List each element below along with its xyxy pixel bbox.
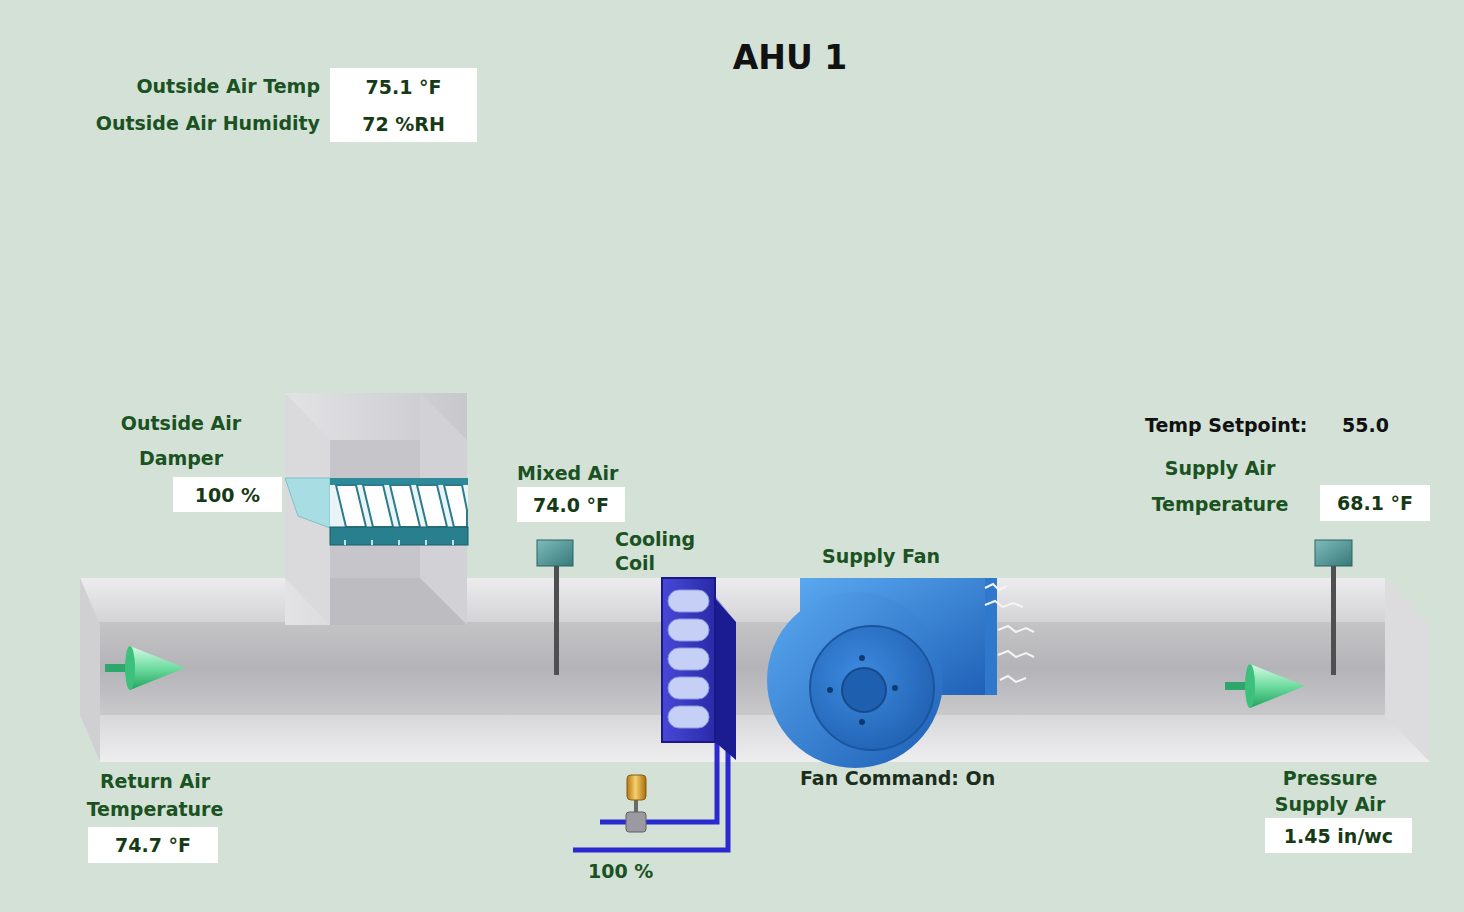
intake-left-wall bbox=[285, 393, 330, 625]
duct-bottom bbox=[80, 715, 1430, 762]
chilled-water-piping bbox=[573, 742, 728, 850]
damper-blade bbox=[390, 485, 420, 527]
screen-label: Cooling Coil bbox=[615, 527, 710, 575]
value-box: Outside Air Damper100 % bbox=[173, 477, 282, 512]
damper-frame bbox=[285, 478, 330, 528]
point-value: 74.0 °F bbox=[533, 494, 609, 516]
screen-title: AHU 1 bbox=[590, 38, 990, 77]
point-value: 75.1 °F bbox=[366, 76, 442, 98]
damper-ticks bbox=[345, 540, 453, 545]
point-label: Outside Air Damper bbox=[106, 406, 256, 476]
value-box: Supply Air Temperature68.1 °F bbox=[1320, 485, 1430, 521]
point-value: 72 %RH bbox=[362, 113, 445, 135]
point-value: 100 % bbox=[195, 484, 260, 506]
screen-label: Supply Fan bbox=[822, 545, 940, 567]
point-label: Outside Air Humidity bbox=[80, 105, 320, 142]
value-box: Mixed Air74.0 °F bbox=[517, 487, 625, 522]
value-box: Return Air Temperature74.7 °F bbox=[88, 827, 218, 863]
point-label: Pressure Supply Air bbox=[1250, 765, 1410, 817]
duct bbox=[80, 578, 1430, 762]
damper-top-band bbox=[330, 478, 468, 485]
value-box: Outside Air Temp75.1 °F bbox=[330, 68, 477, 105]
cooling-coil bbox=[662, 578, 736, 760]
point-label: Outside Air Temp bbox=[80, 68, 320, 105]
duct-top bbox=[80, 578, 1430, 625]
flow-arrow bbox=[105, 646, 185, 690]
point-label: Mixed Air bbox=[517, 460, 657, 486]
screen-label: 55.0 bbox=[1342, 414, 1389, 436]
screen-label: 100 % bbox=[588, 860, 653, 882]
airflow-marks bbox=[985, 584, 1034, 682]
damper-blade bbox=[417, 485, 447, 527]
intake-floor bbox=[330, 578, 467, 625]
point-value: 68.1 °F bbox=[1337, 492, 1413, 514]
temperature-sensor bbox=[1315, 540, 1352, 675]
control-valve bbox=[626, 775, 646, 832]
supply-fan bbox=[767, 578, 997, 768]
point-value: 74.7 °F bbox=[115, 834, 191, 856]
outside-air-damper bbox=[285, 478, 468, 545]
duct-end bbox=[1385, 578, 1430, 762]
screen-label: Temp Setpoint: bbox=[1145, 414, 1307, 436]
duct-start bbox=[80, 578, 100, 762]
value-box: Outside Air Humidity72 %RH bbox=[330, 105, 477, 142]
temperature-sensor bbox=[537, 540, 573, 675]
damper-blade bbox=[444, 485, 467, 527]
point-label: Return Air Temperature bbox=[70, 767, 240, 823]
intake-back bbox=[285, 393, 467, 625]
damper-face bbox=[330, 485, 468, 527]
damper-bottom-band bbox=[330, 527, 468, 545]
value-box: Pressure Supply Air1.45 in/wc bbox=[1265, 818, 1412, 853]
flow-arrow bbox=[1225, 664, 1305, 708]
damper-blade bbox=[363, 485, 393, 527]
damper-blade bbox=[336, 485, 366, 527]
outside-air-intake bbox=[285, 393, 467, 625]
point-label: Supply Air Temperature bbox=[1140, 450, 1300, 522]
point-value: 1.45 in/wc bbox=[1284, 825, 1393, 847]
screen-label: Fan Command: On bbox=[800, 767, 995, 789]
